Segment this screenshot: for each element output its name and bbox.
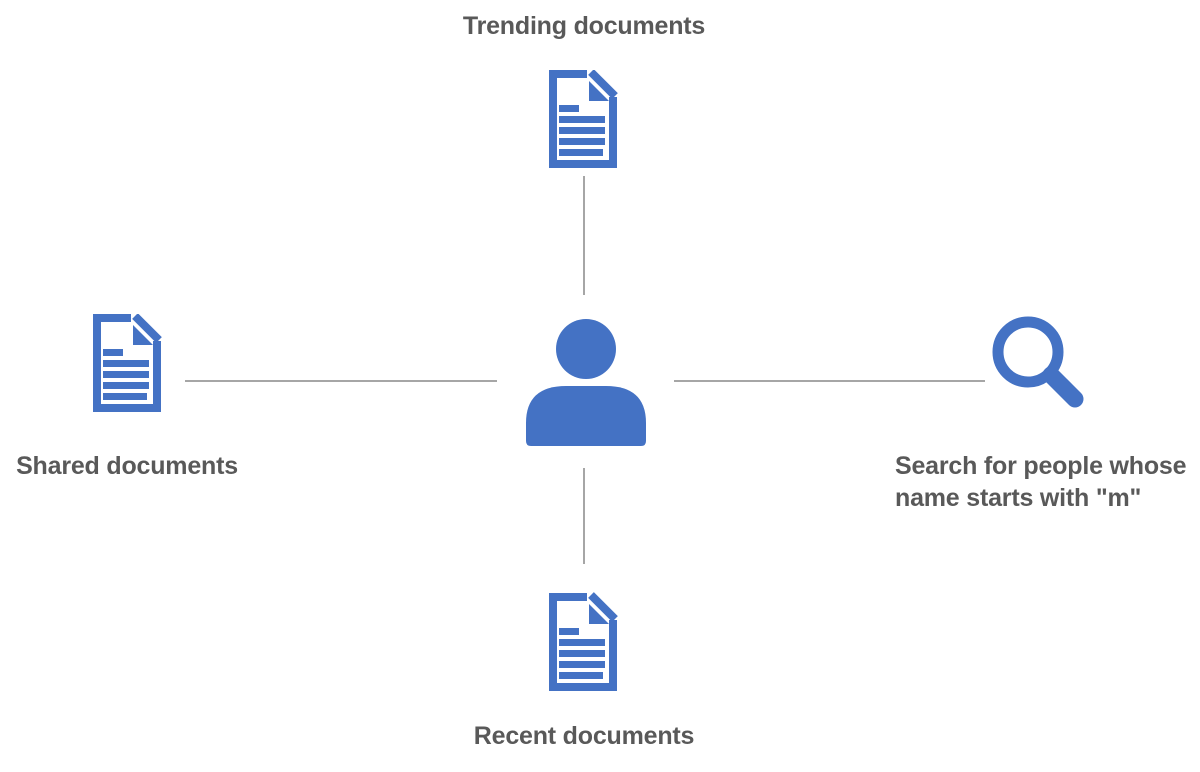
recent-documents-label: Recent documents xyxy=(473,722,695,750)
connector-center-right xyxy=(674,380,985,382)
search-people-node xyxy=(991,315,1089,418)
connector-center-bottom xyxy=(583,468,585,564)
recent-documents-node xyxy=(545,592,621,697)
center-person-node xyxy=(526,319,646,451)
trending-documents-node xyxy=(545,69,621,173)
connector-center-top xyxy=(583,176,585,295)
search-icon xyxy=(992,316,1084,408)
person-icon xyxy=(526,319,646,446)
search-people-label: Search for people whose name starts with… xyxy=(895,450,1187,514)
shared-documents-label: Shared documents xyxy=(16,452,238,480)
shared-documents-node xyxy=(89,313,165,417)
search-people-label-line1: Search for people whose xyxy=(895,452,1187,480)
document-icon xyxy=(549,69,618,168)
document-icon xyxy=(93,313,162,412)
trending-documents-label: Trending documents xyxy=(462,12,706,40)
document-icon xyxy=(549,592,618,691)
connector-center-left xyxy=(185,380,497,382)
search-people-label-line2: name starts with "m" xyxy=(895,484,1142,512)
